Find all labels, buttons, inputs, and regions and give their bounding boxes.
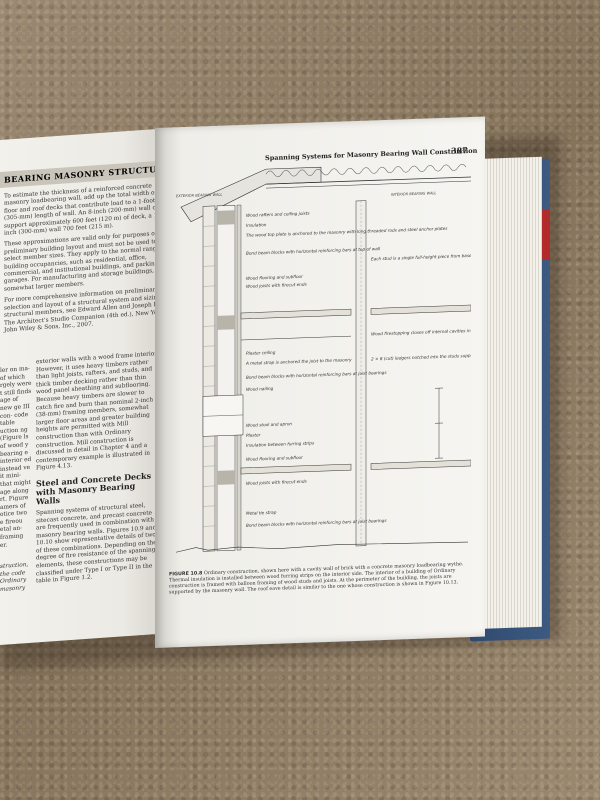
drawing-label: Wood stool and apron <box>246 421 292 428</box>
drawing-label: Metal tie strap <box>246 510 277 516</box>
column-text: Spanning systems of structural steel, si… <box>36 502 157 585</box>
floor-assemblies <box>240 304 471 475</box>
right-column: exterior walls with a wood frame interio… <box>36 351 161 587</box>
drawing-label: Insulation between furring strips <box>246 440 315 447</box>
interior-bearing-wall <box>355 200 367 547</box>
ground-line <box>175 541 469 553</box>
drawing-label: Insulation <box>246 222 267 228</box>
drawing-label: Wood nailing <box>246 386 274 392</box>
drawing-label: Plaster <box>246 432 261 438</box>
column-text: ler on ma- of which rgely were t still f… <box>0 365 32 549</box>
exterior-masonry-wall <box>202 204 242 552</box>
section-heading: Steel and Concrete Decks with Masonry Be… <box>36 470 152 507</box>
drawing-label: Wood firestopping closes off internal ca… <box>371 324 471 336</box>
drawing-label: 2 × 8 (cut) ledgers notched into the stu… <box>371 352 471 362</box>
drawing-label: EXTERIOR BEARING WALL <box>176 193 222 199</box>
drawing-label: Wood joists with firecut ends <box>246 282 307 289</box>
left-page-text: To estimate the thickness of a reinforce… <box>4 182 169 339</box>
drawing-label: Wood flooring and subfloor <box>246 274 303 281</box>
paragraph: These approximations are valid only for … <box>4 231 168 293</box>
scale-bar <box>435 387 443 459</box>
drawing-label: Plaster ceiling <box>246 350 276 356</box>
left-column-fragment: ler on ma- of which rgely were t still f… <box>0 366 32 595</box>
left-page: BEARING MASONRY STRUCTURE To estimate th… <box>0 127 175 645</box>
drawing-label: Wood rafters and ceiling joists <box>246 211 310 218</box>
margin-note: struction, the code Ordinary masonry <box>0 562 29 594</box>
drawing-label: Each stud is a single full-height piece … <box>371 249 471 261</box>
drawing-label: Bond beam blocks with horizontal reinfor… <box>246 518 387 528</box>
drawing-label: Wood flooring and subfloor <box>246 455 303 462</box>
window-opening <box>202 394 244 437</box>
drawing-label: A metal strap is anchored the joist to t… <box>245 357 352 366</box>
paragraph: For more comprehensive information on pr… <box>4 287 169 334</box>
right-page: Spanning Systems for Masonry Bearing Wal… <box>155 116 485 649</box>
drawing-label: The wood top plate is anchored to the ma… <box>246 226 448 238</box>
roof-eave <box>180 164 471 223</box>
column-text: exterior walls with a wood frame interio… <box>36 350 159 472</box>
paragraph: To estimate the thickness of a reinforce… <box>4 183 164 237</box>
page-number: 387 <box>451 145 468 156</box>
drawing-label: Bond beam blocks with horizontal reinfor… <box>246 370 387 380</box>
drawing-label: Bond beam blocks with horizontal reinfor… <box>246 246 381 256</box>
drawing-label: INTERIOR BEARING WALL <box>391 191 436 197</box>
cover-red-mark <box>540 210 550 260</box>
construction-drawing: EXTERIOR BEARING WALL INTERIOR BEARING W… <box>175 164 471 553</box>
drawing-label: Wood joists with firecut ends <box>246 479 307 486</box>
